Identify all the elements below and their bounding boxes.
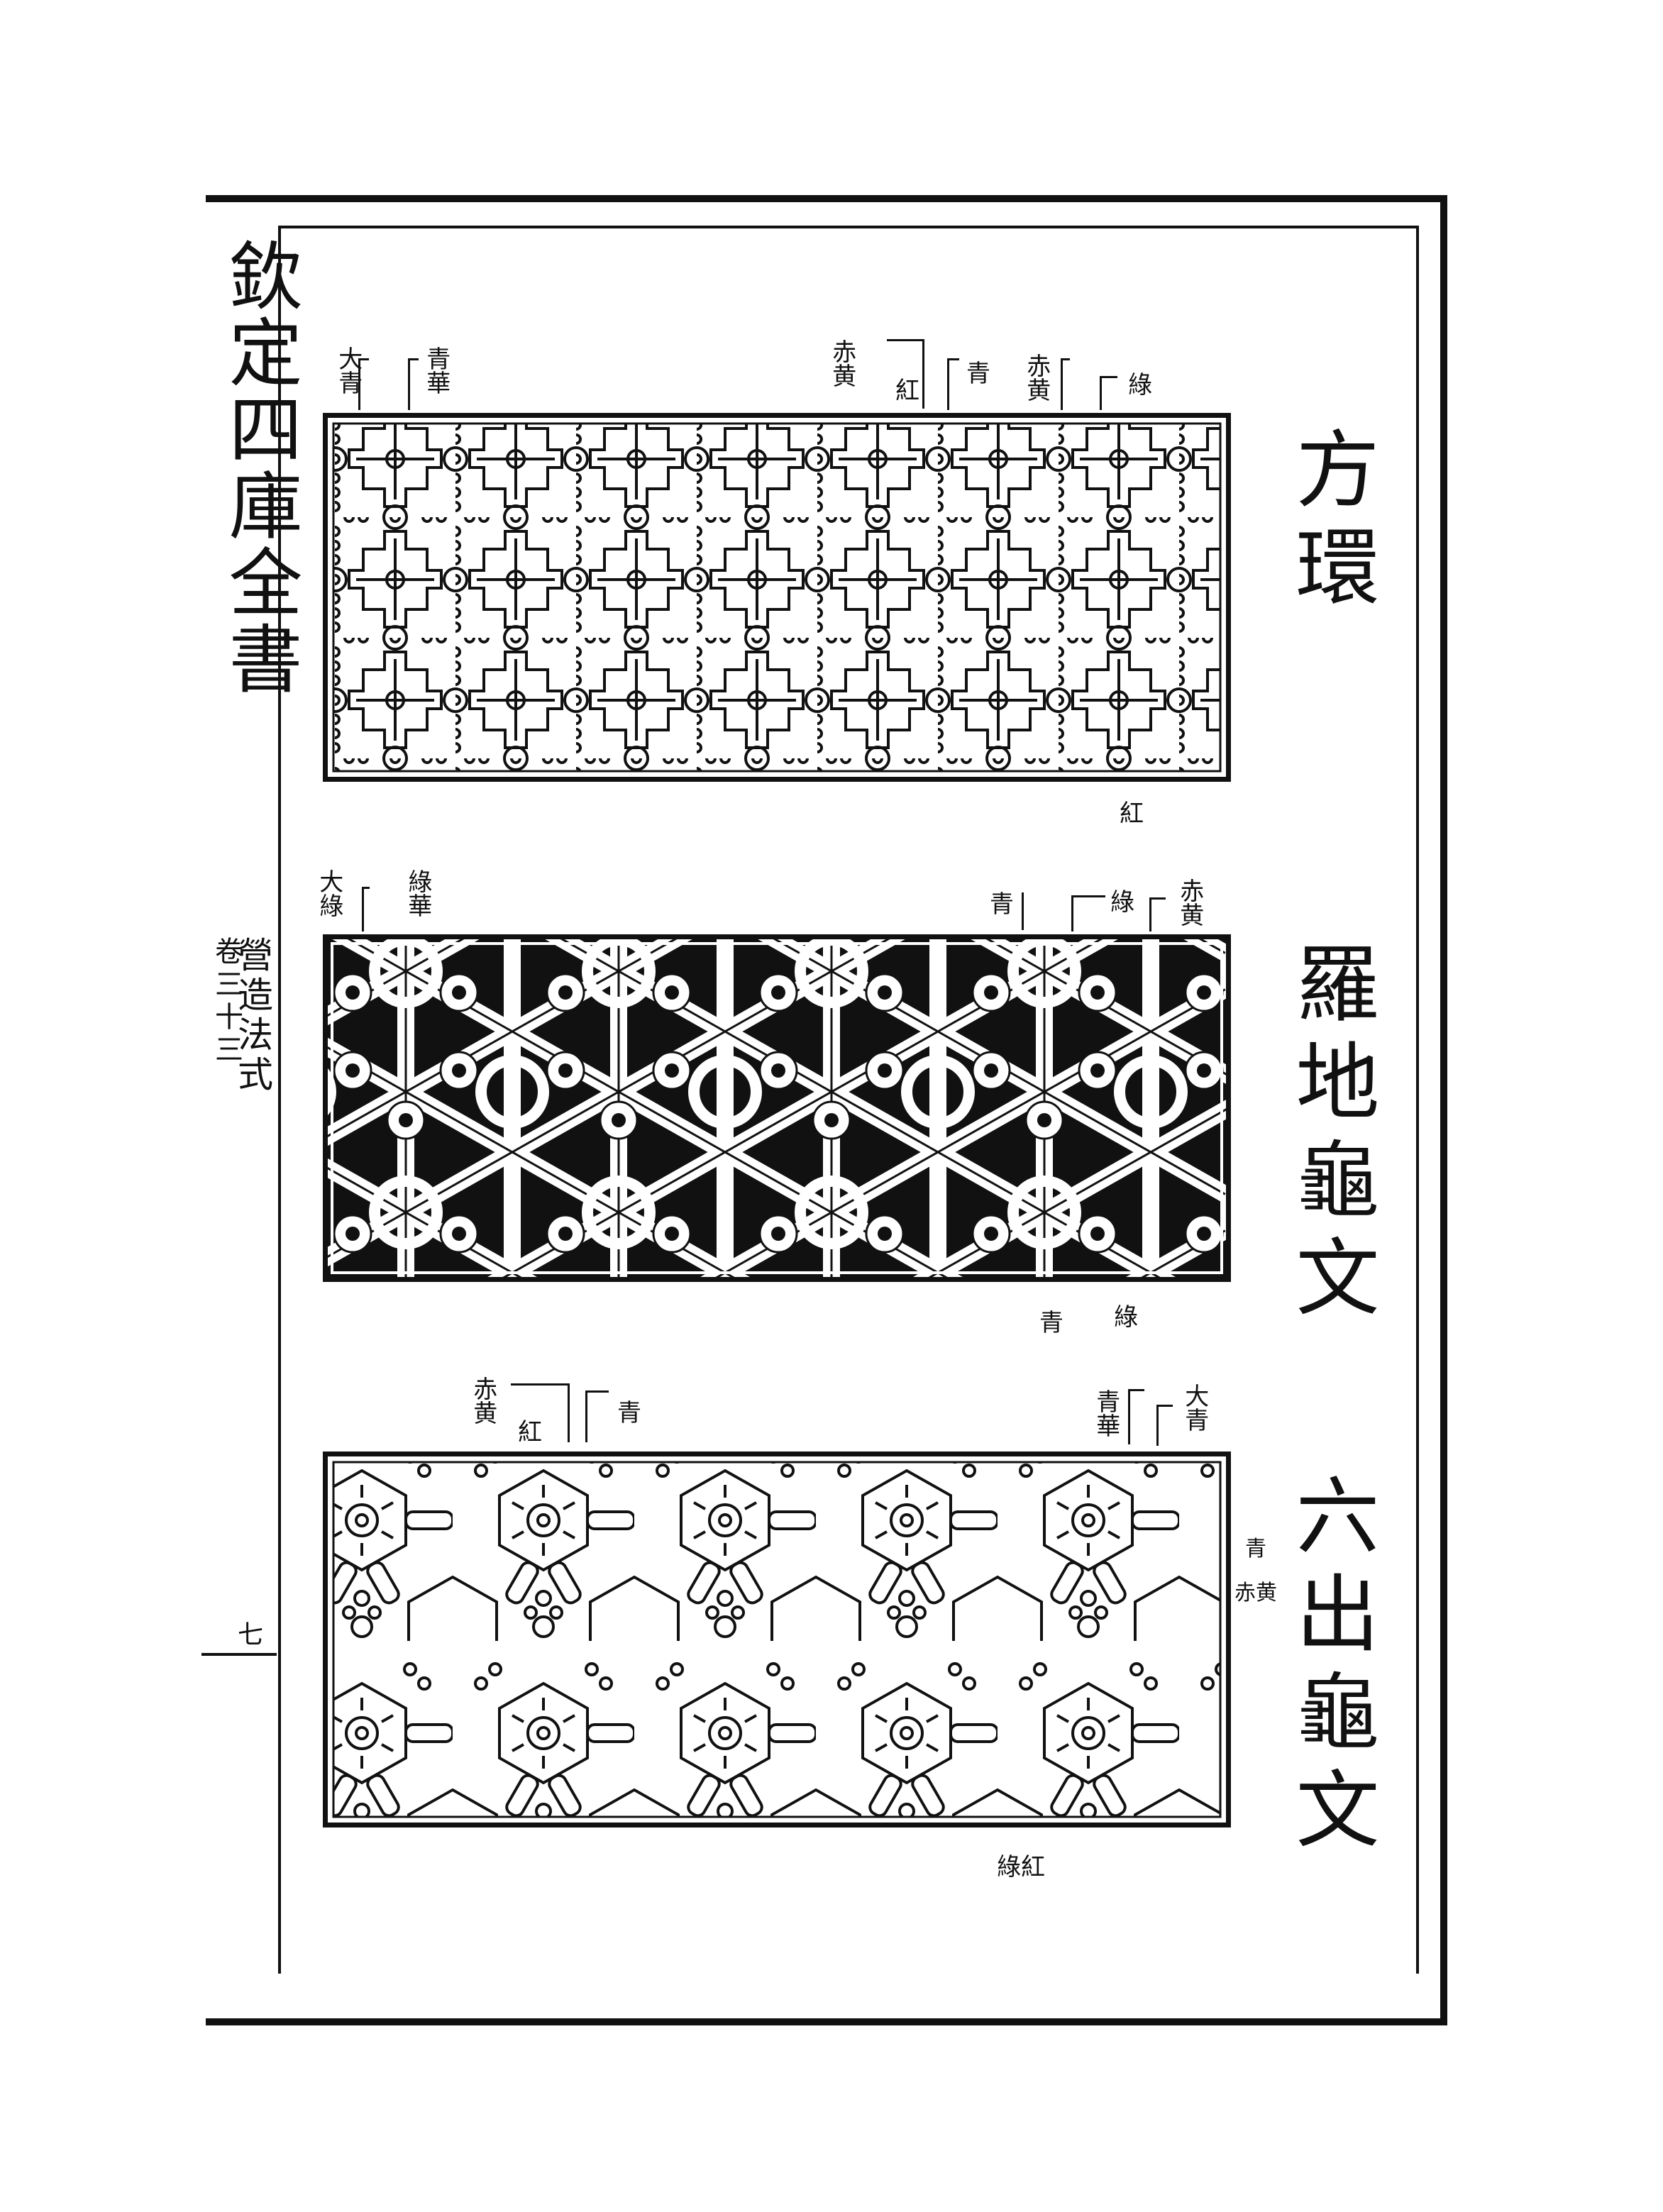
color-label: 紅 (895, 377, 919, 405)
leader-line (1061, 358, 1070, 410)
pattern-panel-liuchu-guiwen (323, 1451, 1231, 1827)
page-inner-border (278, 226, 1419, 1974)
leader-line (362, 887, 370, 931)
spine-chapter: 卷三十三 (210, 936, 243, 1067)
color-label: 紅 (1120, 800, 1144, 828)
color-label: 綠 (1110, 888, 1134, 917)
leader-line (408, 358, 419, 410)
liuchu-guiwen-pattern-drawing (328, 1456, 1226, 1823)
color-label: 大綠 (314, 869, 343, 917)
color-label: 大青 (333, 346, 363, 394)
leader-line (358, 358, 369, 410)
spine-title: 欽定四庫全書 (216, 238, 302, 697)
color-label-side: 青 (1245, 1537, 1266, 1561)
color-label: 青 (617, 1399, 641, 1427)
color-label-side: 赤黄 (1234, 1581, 1277, 1605)
spine-divider (201, 1653, 277, 1656)
color-label: 赤黄 (827, 339, 856, 387)
leader-line (1156, 1405, 1173, 1446)
color-label: 綠 (1114, 1303, 1138, 1332)
color-label: 綠華 (403, 869, 432, 917)
leader-line (1149, 897, 1166, 931)
color-label: 青華 (1091, 1389, 1120, 1437)
pattern-panel-fanghuan (323, 413, 1231, 782)
pattern-panel-luodi-guiwen (323, 934, 1231, 1282)
spine-book-title: 營造法式 (232, 936, 273, 1095)
color-label: 赤黄 (1022, 353, 1051, 402)
leader-line (947, 358, 959, 410)
color-label: 青 (966, 360, 990, 388)
color-label: 紅 (518, 1418, 542, 1447)
leader-line (1022, 892, 1024, 930)
leader-line (887, 339, 924, 409)
color-label: 青 (1039, 1309, 1063, 1337)
color-label: 綠 (1128, 371, 1152, 399)
pattern-title-liuchu-guiwen: 六出龜文 (1281, 1472, 1379, 1864)
leader-line (585, 1390, 609, 1442)
leader-line (1100, 376, 1117, 410)
pattern-title-fanghuan: 方環 (1281, 426, 1379, 621)
color-label: 赤黄 (1175, 878, 1204, 927)
leader-line (1071, 895, 1105, 931)
fanghuan-pattern-drawing (328, 418, 1226, 777)
color-label: 大青 (1180, 1383, 1209, 1432)
pattern-title-luodi-guiwen: 羅地龜文 (1281, 940, 1379, 1332)
leader-line (1128, 1389, 1144, 1444)
page-number: 七 (238, 1620, 264, 1649)
leader-line (511, 1383, 570, 1442)
color-label: 青華 (421, 346, 451, 394)
page-outer-border (206, 195, 1447, 2025)
color-label: 赤黄 (468, 1376, 497, 1425)
color-label: 青 (990, 890, 1014, 919)
color-label: 綠紅 (997, 1853, 1045, 1881)
luodi-guiwen-pattern-drawing (328, 939, 1226, 1277)
